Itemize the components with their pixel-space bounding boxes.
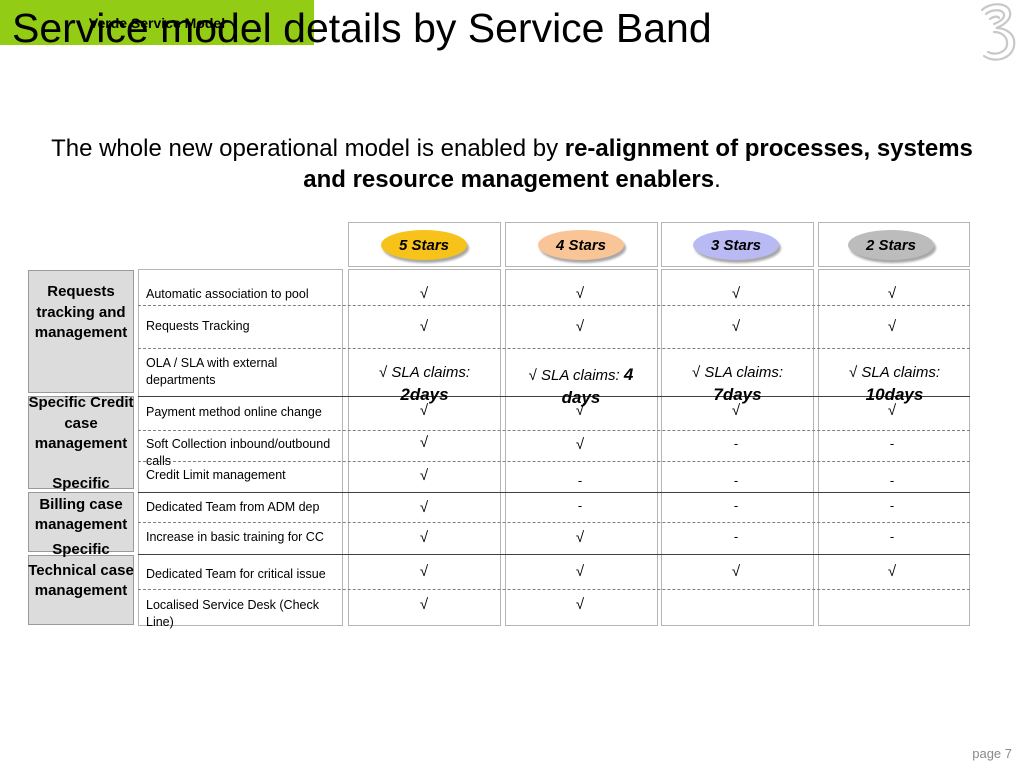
cell-check: √ — [575, 563, 585, 580]
row-separator — [138, 348, 970, 349]
cell-dash: - — [733, 529, 739, 544]
row-label-service-desk: Localised Service Desk (Check Line) — [146, 598, 319, 629]
column-4stars — [505, 269, 658, 626]
cell-check: √ — [731, 285, 741, 302]
cell-dash: - — [577, 473, 583, 488]
category-box-requests — [28, 270, 134, 393]
sla-claims-2stars: √ SLA claims: 10days — [822, 362, 967, 407]
row-label-soft-collection: Soft Collection inbound/outbound calls — [146, 437, 331, 468]
cell-check: √ — [419, 318, 429, 335]
cell-check: √ — [419, 467, 429, 484]
cell-check: √ — [887, 285, 897, 302]
sla-prefix: √ SLA claims: — [378, 364, 471, 381]
row-separator — [138, 522, 970, 523]
cell-check: √ — [419, 596, 429, 613]
cell-check: √ — [731, 402, 741, 419]
cell-dash: - — [733, 436, 739, 451]
sla-days: 10days — [865, 385, 924, 404]
cell-check: √ — [419, 563, 429, 580]
cell-check: √ — [731, 318, 741, 335]
row-separator — [138, 430, 970, 431]
row-label-dedicated-adm: Dedicated Team from ADM dep — [146, 500, 320, 514]
cell-check: √ — [887, 402, 897, 419]
sla-prefix: √ SLA claims: — [691, 364, 784, 381]
sla-days: 7days — [713, 385, 762, 404]
cell-check: √ — [575, 318, 585, 335]
row-label-ola-sla: OLA / SLA with external departments — [146, 356, 278, 387]
cell-check: √ — [575, 402, 585, 419]
column-2stars — [818, 269, 970, 626]
category-label-credit: Specific Credit case management — [28, 394, 134, 452]
page-number: page 7 — [972, 746, 1012, 761]
sla-prefix: √ SLA claims: — [848, 364, 941, 381]
cell-check: √ — [887, 563, 897, 580]
category-box-billing — [28, 492, 134, 552]
cell-check: √ — [419, 529, 429, 546]
cell-check: √ — [575, 596, 585, 613]
sla-claims-4stars: √ SLA claims: 4 days — [510, 364, 652, 410]
band-pill-2stars: 2 Stars — [848, 230, 934, 260]
cell-dash: - — [733, 473, 739, 488]
cell-dash: - — [889, 498, 895, 513]
cell-dash: - — [889, 529, 895, 544]
sla-days: 2days — [400, 385, 449, 404]
cell-check: √ — [575, 529, 585, 546]
three-brand-logo — [980, 3, 1016, 61]
subtitle: The whole new operational model is enabl… — [40, 133, 984, 195]
page-title: Service model details by Service Band — [12, 5, 712, 51]
row-separator — [138, 305, 970, 306]
category-box-credit — [28, 396, 134, 489]
cell-check: √ — [419, 499, 429, 516]
cell-dash: - — [889, 436, 895, 451]
cell-check: √ — [887, 318, 897, 335]
column-5stars — [348, 269, 501, 626]
sla-prefix: √ SLA claims: — [528, 367, 620, 384]
row-label-auto-association: Automatic association to pool — [146, 287, 309, 301]
band-pill-4stars: 4 Stars — [538, 230, 624, 260]
row-separator — [138, 461, 970, 462]
section-separator — [138, 492, 970, 493]
row-label-payment-method: Payment method online change — [146, 405, 322, 419]
row-label-critical-issue: Dedicated Team for critical issue — [146, 567, 326, 581]
band-pill-3stars: 3 Stars — [693, 230, 779, 260]
cell-dash: - — [577, 498, 583, 513]
subtitle-suffix: . — [714, 166, 721, 193]
cell-check: √ — [419, 402, 429, 419]
column-3stars — [661, 269, 814, 626]
category-label-billing: Specific Billing case management — [34, 475, 128, 533]
section-separator — [138, 396, 970, 397]
row-separator — [138, 589, 970, 590]
cell-check: √ — [575, 436, 585, 453]
subtitle-emphasis: re-alignment of processes, systems and r… — [303, 135, 973, 193]
band-pill-5stars: 5 Stars — [381, 230, 467, 260]
cell-check: √ — [419, 434, 429, 451]
cell-check: √ — [419, 285, 429, 302]
sla-days: 4 days — [561, 365, 634, 407]
row-label-credit-limit: Credit Limit management — [146, 468, 286, 482]
section-separator — [138, 554, 970, 555]
feature-column — [138, 269, 343, 626]
cell-check: √ — [575, 285, 585, 302]
cell-dash: - — [889, 473, 895, 488]
row-label-requests-tracking: Requests Tracking — [146, 319, 250, 333]
cell-dash: - — [733, 498, 739, 513]
sla-claims-5stars: √ SLA claims: 2days — [352, 362, 497, 407]
row-label-basic-training: Increase in basic training for CC — [146, 530, 324, 544]
cell-check: √ — [731, 563, 741, 580]
subtitle-prefix: The whole new operational model is enabl… — [51, 135, 565, 162]
header-service-model: Verde Service Model — [0, 0, 314, 45]
category-label-requests: Requests tracking and management — [34, 283, 128, 341]
sla-claims-3stars: √ SLA claims: 7days — [665, 362, 810, 407]
category-box-technical — [28, 555, 134, 625]
category-label-technical: Specific Technical case management — [28, 541, 134, 599]
